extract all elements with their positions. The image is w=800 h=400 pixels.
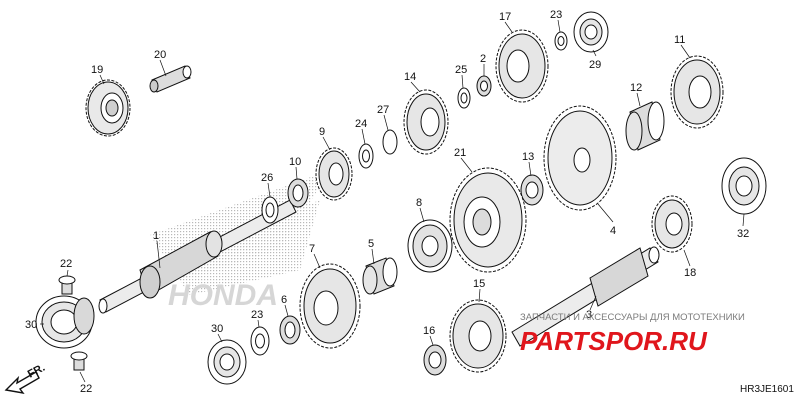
front-arrow-icon <box>4 371 40 394</box>
callout-30: 30 <box>25 319 37 331</box>
callout-7: 7 <box>309 243 315 255</box>
honda-brand-watermark: HONDA <box>168 279 278 312</box>
part-19-gear[interactable] <box>85 79 131 137</box>
callout-4: 4 <box>610 225 616 237</box>
parts-store-watermark: ЗАПЧАСТИ И АКСЕССУАРЫ ДЛЯ МОТОТЕХНИКИ PA… <box>520 312 745 356</box>
callout-14: 14 <box>404 71 416 83</box>
part-16-bushing[interactable] <box>423 344 447 376</box>
watermark-tagline: ЗАПЧАСТИ И АКСЕССУАРЫ ДЛЯ МОТОТЕХНИКИ <box>520 312 745 323</box>
callout-6: 6 <box>281 294 287 306</box>
part-3-countershaft[interactable] <box>511 246 660 347</box>
callout-22-lower: 22 <box>80 383 92 395</box>
callout-21: 21 <box>454 147 466 159</box>
callout-3: 3 <box>586 309 592 321</box>
part-15-gear[interactable] <box>449 299 507 373</box>
part-8-shifter-gear[interactable] <box>407 219 453 273</box>
part-28-circlip[interactable] <box>382 129 398 155</box>
part-30-bearing[interactable] <box>35 295 95 349</box>
watermark-logo: PARTSPOR.RU <box>520 326 708 356</box>
callout-2: 2 <box>480 53 486 65</box>
callout-20: 20 <box>154 49 166 61</box>
part-23-washer[interactable] <box>250 326 270 356</box>
callout-9: 9 <box>319 126 325 138</box>
part-21-gear[interactable] <box>449 167 527 273</box>
callout-17: 17 <box>499 11 511 23</box>
part-29-bearing[interactable] <box>573 11 609 53</box>
front-direction-indicator: FR. <box>4 362 47 394</box>
callout-13: 13 <box>522 151 534 163</box>
part-10-bushing[interactable] <box>287 178 309 208</box>
part-26-washer[interactable] <box>457 87 471 109</box>
callout-23: 23 <box>251 309 263 321</box>
callout-22-upper: 22 <box>60 258 72 270</box>
callout-29: 29 <box>589 59 601 71</box>
part-17-gear[interactable] <box>495 29 549 103</box>
front-direction-label: FR. <box>26 362 47 381</box>
part-27-washer[interactable] <box>261 196 279 224</box>
part-25-washer[interactable] <box>358 143 374 169</box>
part-32-bearing[interactable] <box>721 157 767 215</box>
callout-24: 23 <box>550 9 562 21</box>
part-20-pin[interactable] <box>149 65 192 93</box>
part-24-washer[interactable] <box>554 31 568 51</box>
callout-11: 11 <box>674 34 685 46</box>
part-12-bushing[interactable] <box>625 101 665 151</box>
part-1-mainshaft[interactable] <box>98 199 297 314</box>
leader-lines <box>40 19 745 383</box>
callout-27: 26 <box>261 172 273 184</box>
part-4-large-gear[interactable] <box>543 105 617 211</box>
callout-25: 24 <box>355 118 367 130</box>
callout-18: 18 <box>684 267 696 279</box>
part-22-bolt-lower[interactable] <box>70 351 88 371</box>
callout-10: 10 <box>289 156 301 168</box>
callout-31: 30 <box>211 323 223 335</box>
callout-12: 12 <box>630 82 642 94</box>
part-6-bushing[interactable] <box>279 315 301 345</box>
part-31-bearing[interactable] <box>207 339 247 385</box>
part-9-gear[interactable] <box>315 147 353 201</box>
diagram-code: HR3JE1601 <box>740 384 794 395</box>
part-2-bushing[interactable] <box>476 75 492 97</box>
part-5-bushing[interactable] <box>362 257 398 295</box>
part-13-bearing[interactable] <box>520 174 544 206</box>
callout-19: 19 <box>91 64 103 76</box>
part-7-gear[interactable] <box>299 263 361 349</box>
part-22-bolt-upper[interactable] <box>58 275 76 295</box>
callout-26: 25 <box>455 64 467 76</box>
callout-28: 27 <box>377 104 389 116</box>
part-18-gear[interactable] <box>651 195 693 253</box>
callout-16: 16 <box>423 325 435 337</box>
callout-labels: 19 20 1 22 30 22 26 10 9 24 27 14 25 2 1… <box>25 9 749 395</box>
part-14-gear[interactable] <box>403 89 449 155</box>
part-11-gear[interactable] <box>670 55 724 129</box>
callout-1: 1 <box>153 230 159 242</box>
callout-5: 5 <box>368 238 374 250</box>
callout-32: 32 <box>737 228 749 240</box>
callout-15: 15 <box>473 278 485 290</box>
callout-8: 8 <box>416 197 422 209</box>
